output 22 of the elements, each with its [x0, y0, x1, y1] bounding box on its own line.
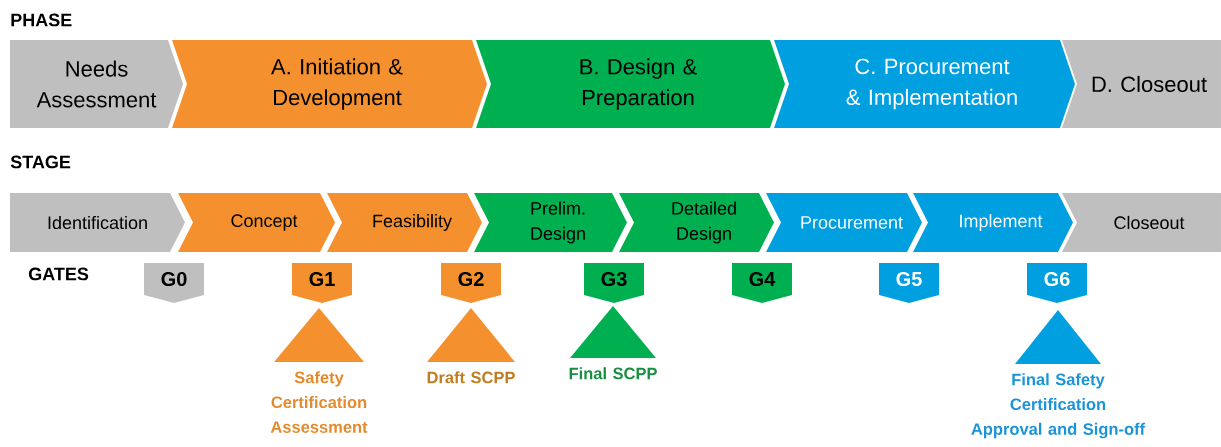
stage-step: Identification [10, 193, 185, 252]
milestone-triangle [427, 308, 515, 362]
stage-step: Prelim. Design [474, 193, 627, 252]
milestone-triangle [274, 308, 364, 362]
milestone-caption: Final Safety Certification Approval and Sign-off [971, 373, 1146, 439]
phase-step: A. Initiation & Development [172, 40, 487, 128]
stage-step: Detailed Design [619, 193, 774, 252]
milestone-caption: Final SCPP [569, 367, 657, 380]
row-heading: STAGE [10, 155, 71, 169]
phase-step: D. Closeout [1062, 40, 1221, 128]
milestone-caption: Safety Certification Assessment [270, 371, 368, 433]
phase-step: Needs Assessment [10, 40, 183, 128]
phase-step: B. Design & Preparation [476, 40, 785, 128]
stage-step: Procurement [766, 193, 922, 252]
stage-step: Concept [178, 193, 335, 252]
stage-step: Implement [913, 193, 1073, 252]
stage-step: Closeout [1062, 193, 1221, 252]
milestone-triangle [1015, 310, 1101, 364]
milestone-caption: Draft SCPP [427, 371, 515, 384]
milestone-triangle [570, 306, 656, 358]
phase-step: C. Procurement & Implementation [774, 40, 1075, 128]
stage-step: Feasibility [327, 193, 482, 252]
